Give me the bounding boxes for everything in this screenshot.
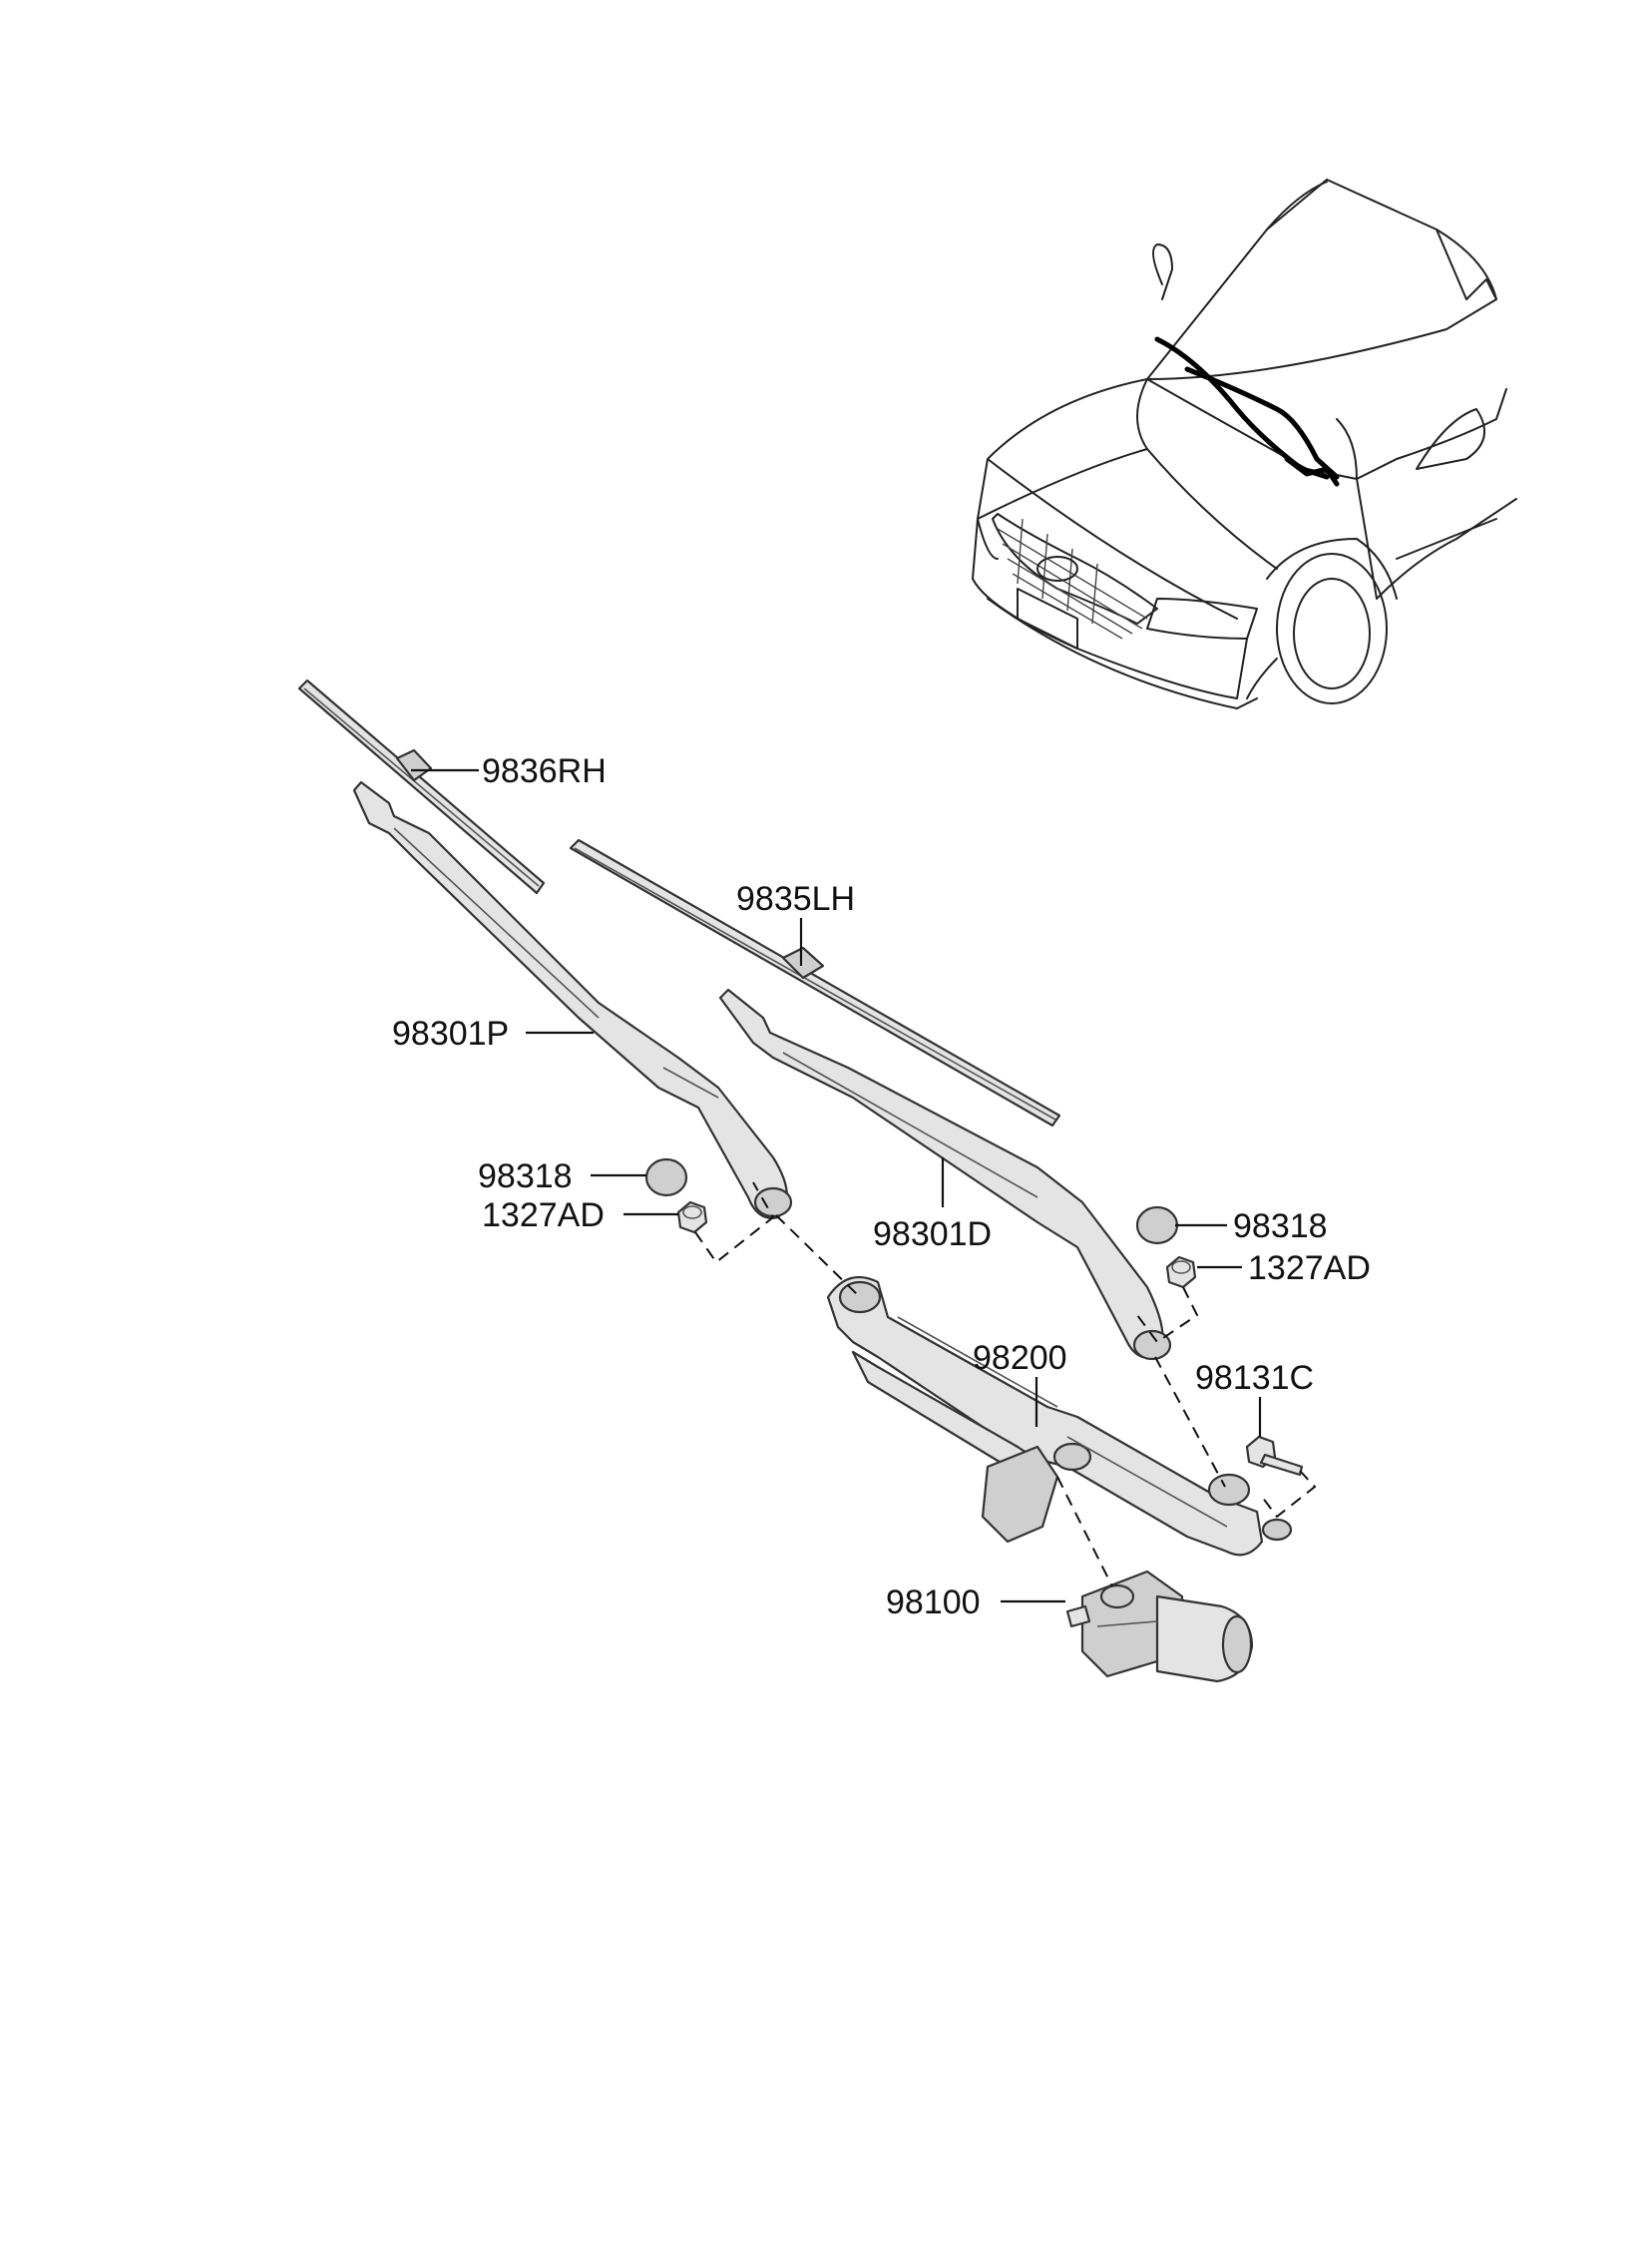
cap-98318-left xyxy=(644,1157,688,1197)
bolt-98131c xyxy=(1245,1435,1304,1477)
callout-98301d: 98301D xyxy=(873,1215,992,1253)
wiper-motor xyxy=(1065,1570,1254,1683)
callout-1327ad-left: 1327AD xyxy=(482,1196,605,1234)
callout-labels: 9836RH 9835LH 98301P 98318 1327AD 98301D… xyxy=(392,752,1371,1621)
wiper-linkage xyxy=(826,1275,1293,1557)
callout-98100: 98100 xyxy=(886,1583,981,1621)
wiper-arm-driver xyxy=(718,988,1172,1361)
callout-98318-left: 98318 xyxy=(478,1157,573,1195)
nut-1327ad-right xyxy=(1165,1255,1197,1289)
nut-1327ad-left xyxy=(676,1200,708,1234)
callout-98318-right: 98318 xyxy=(1233,1207,1328,1245)
cap-98318-right xyxy=(1135,1205,1179,1245)
callout-1327ad-right: 1327AD xyxy=(1248,1249,1371,1287)
assembly-lines xyxy=(694,1181,1317,1587)
callout-9836rh: 9836RH xyxy=(482,752,607,790)
callout-9835lh: 9835LH xyxy=(736,880,855,918)
wiper-blade-rh xyxy=(297,678,546,895)
callout-98301p: 98301P xyxy=(392,1015,509,1053)
wiper-blade-lh xyxy=(569,838,1061,1128)
vehicle-illustration xyxy=(972,179,1517,709)
callout-98131c: 98131C xyxy=(1195,1359,1314,1397)
callout-98200: 98200 xyxy=(973,1339,1067,1377)
leader-lines xyxy=(411,768,1262,1603)
